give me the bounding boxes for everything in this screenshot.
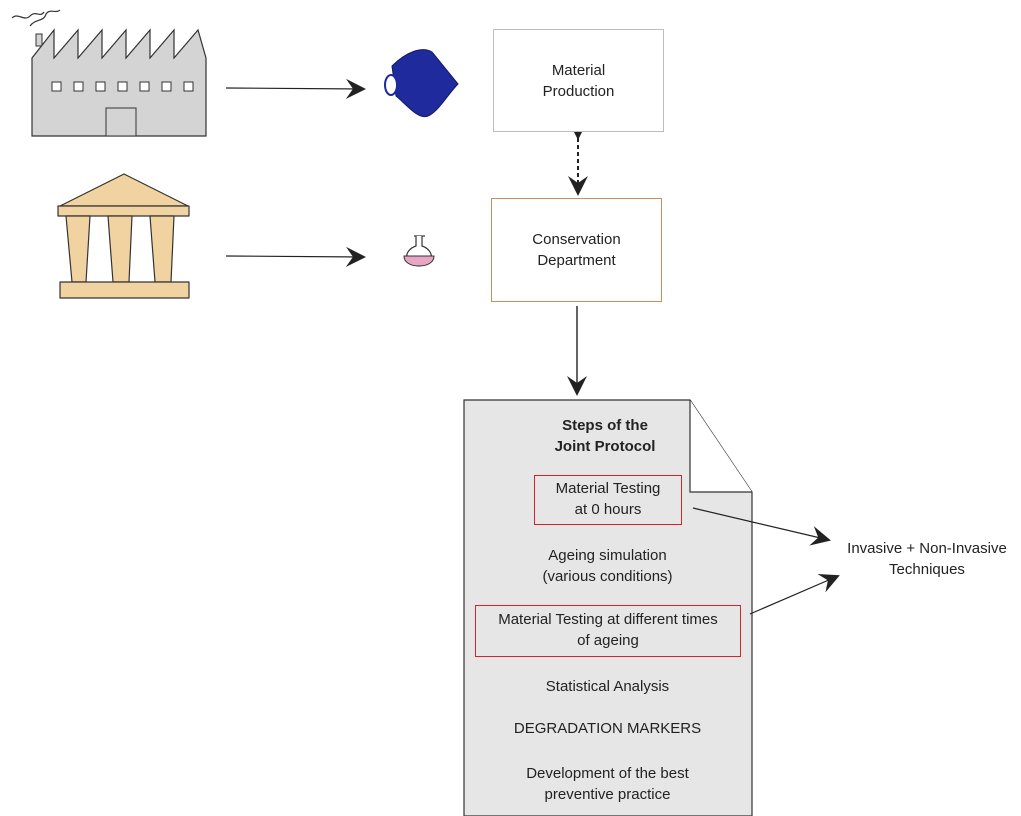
protocol-title-line2: Joint Protocol [554, 438, 656, 455]
step-1-line1: Material Testing [555, 480, 661, 497]
material-production-label-line1: Material [551, 61, 606, 79]
conservation-label-line2: Department [537, 252, 616, 269]
testing-0h-arrow [692, 507, 831, 546]
step-ageing-simulation: Ageing simulation (various conditions) [495, 545, 720, 587]
techniques-line1: Invasive + Non-Invasive [847, 540, 1007, 557]
step-2-line1: Ageing simulation [548, 547, 667, 564]
step-6-line2: preventive practice [544, 786, 671, 803]
factory-arrow [225, 78, 366, 99]
document-icon [463, 399, 753, 816]
conservation-label-line1: Conservation [532, 231, 621, 248]
step-4-line1: Statistical Analysis [545, 678, 670, 695]
step-3-line2: of ageing [577, 632, 639, 649]
conservation-department-box: Conservation Department [491, 198, 662, 302]
fabric-roll-icon [384, 49, 459, 118]
step-3-line1: Material Testing at different times [498, 611, 718, 628]
museum-icon [57, 173, 190, 299]
step-1-line2: at 0 hours [574, 501, 642, 518]
step-statistical-analysis: Statistical Analysis [490, 676, 725, 697]
step-material-testing-ageing: Material Testing at different times of a… [475, 609, 741, 651]
step-2-line2: (various conditions) [542, 568, 673, 585]
material-production-label-line2: Production [542, 82, 615, 100]
highlight-box-testing-0h [534, 475, 682, 525]
testing-ageing-arrow [749, 573, 840, 615]
techniques-line2: Techniques [889, 561, 965, 578]
step-degradation-markers: DEGRADATION MARKERS [490, 718, 725, 739]
techniques-label: Invasive + Non-Invasive Techniques [834, 538, 1020, 580]
step-5-line1: DEGRADATION MARKERS [513, 720, 702, 737]
material-production-box: Material Production [493, 29, 664, 132]
step-best-practice: Development of the best preventive pract… [480, 763, 735, 805]
step-material-testing-0h: Material Testing at 0 hours [534, 478, 682, 520]
highlight-box-testing-ageing [475, 605, 741, 657]
step-6-line1: Development of the best [526, 765, 689, 782]
protocol-title: Steps of the Joint Protocol [505, 415, 705, 457]
factory-icon [11, 9, 207, 137]
museum-arrow [225, 246, 366, 267]
protocol-title-line1: Steps of the [562, 417, 648, 434]
flask-icon [403, 235, 435, 267]
